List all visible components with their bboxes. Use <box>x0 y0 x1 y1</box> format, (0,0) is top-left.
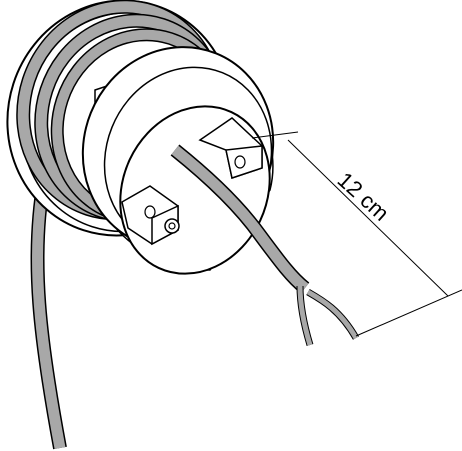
cable-down-icon <box>30 178 67 450</box>
terminal-block-top <box>198 117 263 179</box>
terminal-clamp-icon <box>121 185 180 246</box>
dimension-indicator <box>251 131 462 337</box>
cable-front-icon <box>170 144 360 347</box>
dimension-label: 12 cm <box>333 167 394 226</box>
